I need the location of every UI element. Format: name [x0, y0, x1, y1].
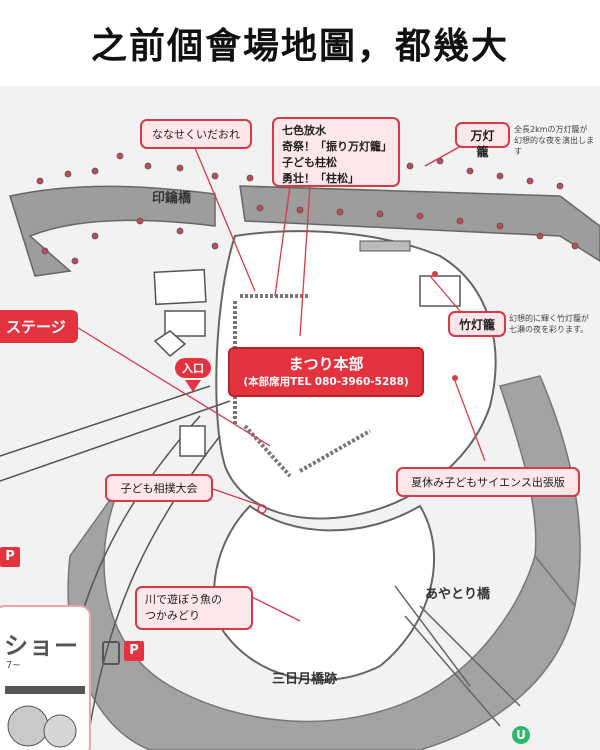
note-line: 全長2kmの万灯籠が	[514, 125, 588, 134]
site-logo: U	[512, 726, 530, 744]
callout-line: 子ども柱松	[282, 156, 337, 169]
page-title: 之前個會場地圖，都幾大	[90, 26, 509, 67]
note-line: 幻想的な夜を演出します	[514, 136, 594, 156]
hq-tel: (本部席用TEL 080-3960-5288)	[243, 376, 409, 388]
show-subtitle: 7~	[6, 660, 21, 671]
river	[67, 485, 576, 750]
callout-science: 夏休み子どもサイエンス出張版	[396, 467, 580, 497]
mantoro-note: 全長2kmの万灯籠が 幻想的な夜を演出します	[514, 124, 600, 157]
stage-label: ステージ	[0, 310, 78, 343]
entrance-arrow-icon	[185, 380, 201, 392]
callout-line: 七色放水	[282, 124, 326, 137]
callout-line: 勇壮！「柱松」	[282, 172, 359, 185]
callout-line: つかみどり	[145, 609, 200, 622]
bridge-ayatori: あやとり橋	[425, 587, 491, 602]
upper-bridge-band	[9, 185, 216, 277]
callout-mantoro: 万灯籠	[455, 122, 510, 159]
parking-sign-icon	[102, 641, 120, 665]
entrance-badge: 入口	[175, 358, 211, 378]
hq-title: まつり本部	[288, 355, 364, 373]
callout-line: 川で遊ぼう魚の	[145, 593, 222, 606]
bridge-mikazuki: 三日月橋跡	[272, 672, 338, 687]
festival-map: ななせくいだおれ 七色放水 奇祭！「振り万灯籠」 子ども柱松 勇壮！「柱松」 万…	[0, 86, 600, 750]
parking-badge: P	[124, 641, 144, 661]
callout-fish: 川で遊ぼう魚の つかみどり	[135, 586, 253, 630]
callout-nanase: ななせくいだおれ	[140, 119, 252, 149]
festival-headquarters: まつり本部 (本部席用TEL 080-3960-5288)	[228, 347, 424, 397]
note-line: 幻想的に輝く竹灯籠が	[509, 314, 589, 323]
callout-sumo: 子ども相撲大会	[105, 474, 213, 502]
bridge-inwa: 印鑰橋	[152, 191, 192, 206]
note-line: 七瀬の夜を彩ります。	[509, 325, 589, 334]
show-title: ショー	[4, 632, 79, 660]
parking-badge: P	[0, 547, 20, 567]
taketoro-note: 幻想的に輝く竹灯籠が 七瀬の夜を彩ります。	[509, 313, 599, 335]
callout-line: 奇祭！「振り万灯籠」	[282, 140, 392, 153]
callout-taketoro: 竹灯籠	[448, 311, 506, 337]
callout-shichishoku: 七色放水 奇祭！「振り万灯籠」 子ども柱松 勇壮！「柱松」	[272, 117, 400, 187]
upper-right-band	[239, 185, 600, 262]
